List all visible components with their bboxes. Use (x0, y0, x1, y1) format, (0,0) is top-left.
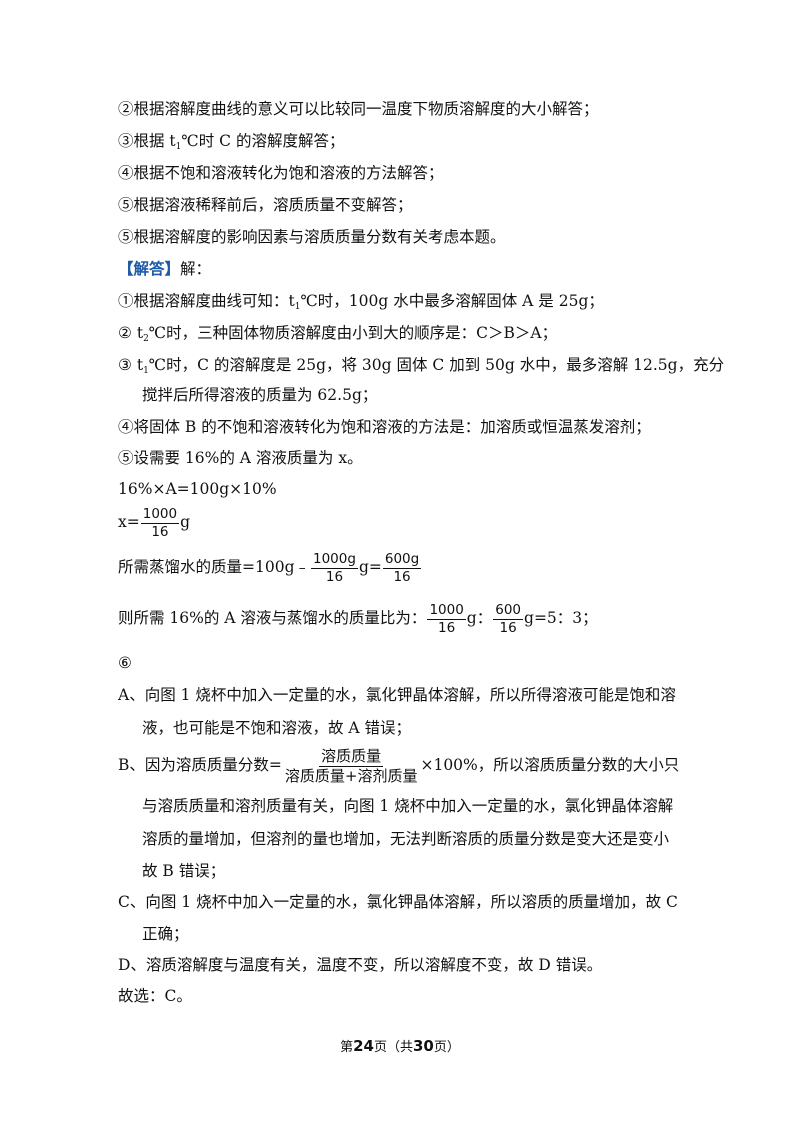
text-run: ② t (118, 324, 144, 342)
text-line: ③ t1℃时，C 的溶解度是 25g，将 30g 固体 C 加到 50g 水中，… (118, 355, 724, 381)
page-footer: 第24页（共30页） (0, 1036, 800, 1055)
numerator: 1000g (311, 550, 358, 569)
text-line: 溶质的量增加，但溶剂的量也增加，无法判断溶质的质量分数是变大还是变小 (142, 830, 670, 848)
text-line: ①根据溶解度曲线可知：t1℃时，100g 水中最多溶解固体 A 是 25g； (118, 291, 604, 317)
text-line: ②根据溶解度曲线的意义可以比较同一温度下物质溶解度的大小解答； (118, 100, 599, 118)
denominator: 16 (151, 523, 169, 540)
text-line: 故选：C。 (118, 987, 192, 1005)
denominator: 16 (393, 568, 411, 585)
equation-line: B、因为溶质质量分数=溶质质量溶质质量+溶剂质量×100%，所以溶质质量分数的大… (118, 747, 679, 785)
text-line: 搅拌后所得溶液的质量为 62.5g； (142, 386, 378, 404)
numerator: 1000 (427, 601, 466, 620)
text-run: ③ t (118, 356, 144, 374)
denominator: 16 (325, 568, 344, 585)
text-run: g： (466, 609, 493, 627)
subscript: 1 (175, 142, 182, 152)
text-run: g= (358, 558, 382, 576)
equation-line: 16%×A=100g×10% (118, 480, 277, 498)
subscript: 2 (143, 334, 149, 344)
subscript: 1 (294, 302, 301, 312)
text-run: 解： (180, 260, 212, 278)
text-run: ℃时，100g 水中最多溶解固体 A 是 25g； (300, 292, 604, 310)
denominator: 16 (438, 619, 456, 636)
text-run: x= (118, 513, 140, 531)
numerator: 600 (493, 601, 524, 620)
text-run: B、因为溶质质量分数= (118, 756, 282, 774)
text-line: 液，也可能是不饱和溶液，故 A 错误； (142, 719, 412, 737)
text-run: ℃时，C 的溶解度是 25g，将 30g 固体 C 加到 50g 水中，最多溶解… (148, 356, 725, 374)
text-line: ⑤根据溶液稀释前后，溶质质量不变解答； (118, 196, 413, 214)
text-line: 正确； (142, 925, 189, 943)
text-line: ④根据不饱和溶液转化为饱和溶液的方法解答； (118, 164, 444, 182)
total-pages: 30 (413, 1037, 434, 1055)
text-line: ④将固体 B 的不饱和溶液转化为饱和溶液的方法是：加溶质或恒温蒸发溶剂； (118, 418, 651, 436)
text-line: ③根据 t1℃时 C 的溶解度解答； (118, 131, 344, 157)
denominator: 溶质质量+溶剂质量 (284, 766, 418, 785)
footer-text: 第 (340, 1040, 354, 1055)
text-run: g=5：3； (524, 609, 598, 627)
text-run: ①根据溶解度曲线可知：t (118, 292, 295, 310)
text-line: ⑥ (118, 654, 132, 672)
text-line: ② t2℃时，三种固体物质溶解度由小到大的顺序是：C＞B＞A； (118, 323, 557, 349)
text-run: g (180, 513, 191, 531)
text-line: 与溶质质量和溶剂质量有关，向图 1 烧杯中加入一定量的水，氯化钾晶体溶解 (142, 797, 674, 815)
text-line: D、溶质溶解度与温度有关，温度不变，所以溶解度不变，故 D 错误。 (118, 956, 603, 974)
answer-heading: 【解答】解： (118, 259, 211, 279)
text-line: A、向图 1 烧杯中加入一定量的水，氯化钾晶体溶解，所以所得溶液可能是饱和溶 (118, 686, 676, 704)
numerator: 1000 (140, 505, 180, 524)
text-run: 则所需 16%的 A 溶液与蒸馏水的质量比为： (118, 609, 427, 627)
footer-text: 页（共 (373, 1040, 413, 1055)
page-number: 24 (353, 1037, 374, 1055)
denominator: 16 (499, 619, 517, 636)
subscript: 1 (143, 366, 149, 376)
text-run: ℃时 C 的溶解度解答； (181, 132, 345, 150)
text-line: 故 B 错误； (142, 862, 226, 880)
text-line: ⑤设需要 16%的 A 溶液质量为 x。 (118, 449, 363, 467)
text-line: ⑤根据溶解度的影响因素与溶质质量分数有关考虑本题。 (118, 228, 506, 246)
numerator: 溶质质量 (319, 746, 384, 767)
text-run: ③根据 t (118, 132, 176, 150)
text-run: ×100%，所以溶质质量分数的大小只 (420, 756, 680, 774)
text-run: 所需蒸馏水的质量=100g﹣ (118, 558, 310, 576)
answer-tag: 【解答】 (118, 259, 181, 278)
numerator: 600g (382, 550, 422, 569)
text-line: C、向图 1 烧杯中加入一定量的水，氯化钾晶体溶解，所以溶质的质量增加，故 C (118, 893, 678, 911)
text-run: ℃时，三种固体物质溶解度由小到大的顺序是：C＞B＞A； (148, 324, 558, 342)
fraction: 溶质质量溶质质量+溶剂质量 (283, 746, 420, 785)
footer-text: 页） (433, 1040, 460, 1055)
